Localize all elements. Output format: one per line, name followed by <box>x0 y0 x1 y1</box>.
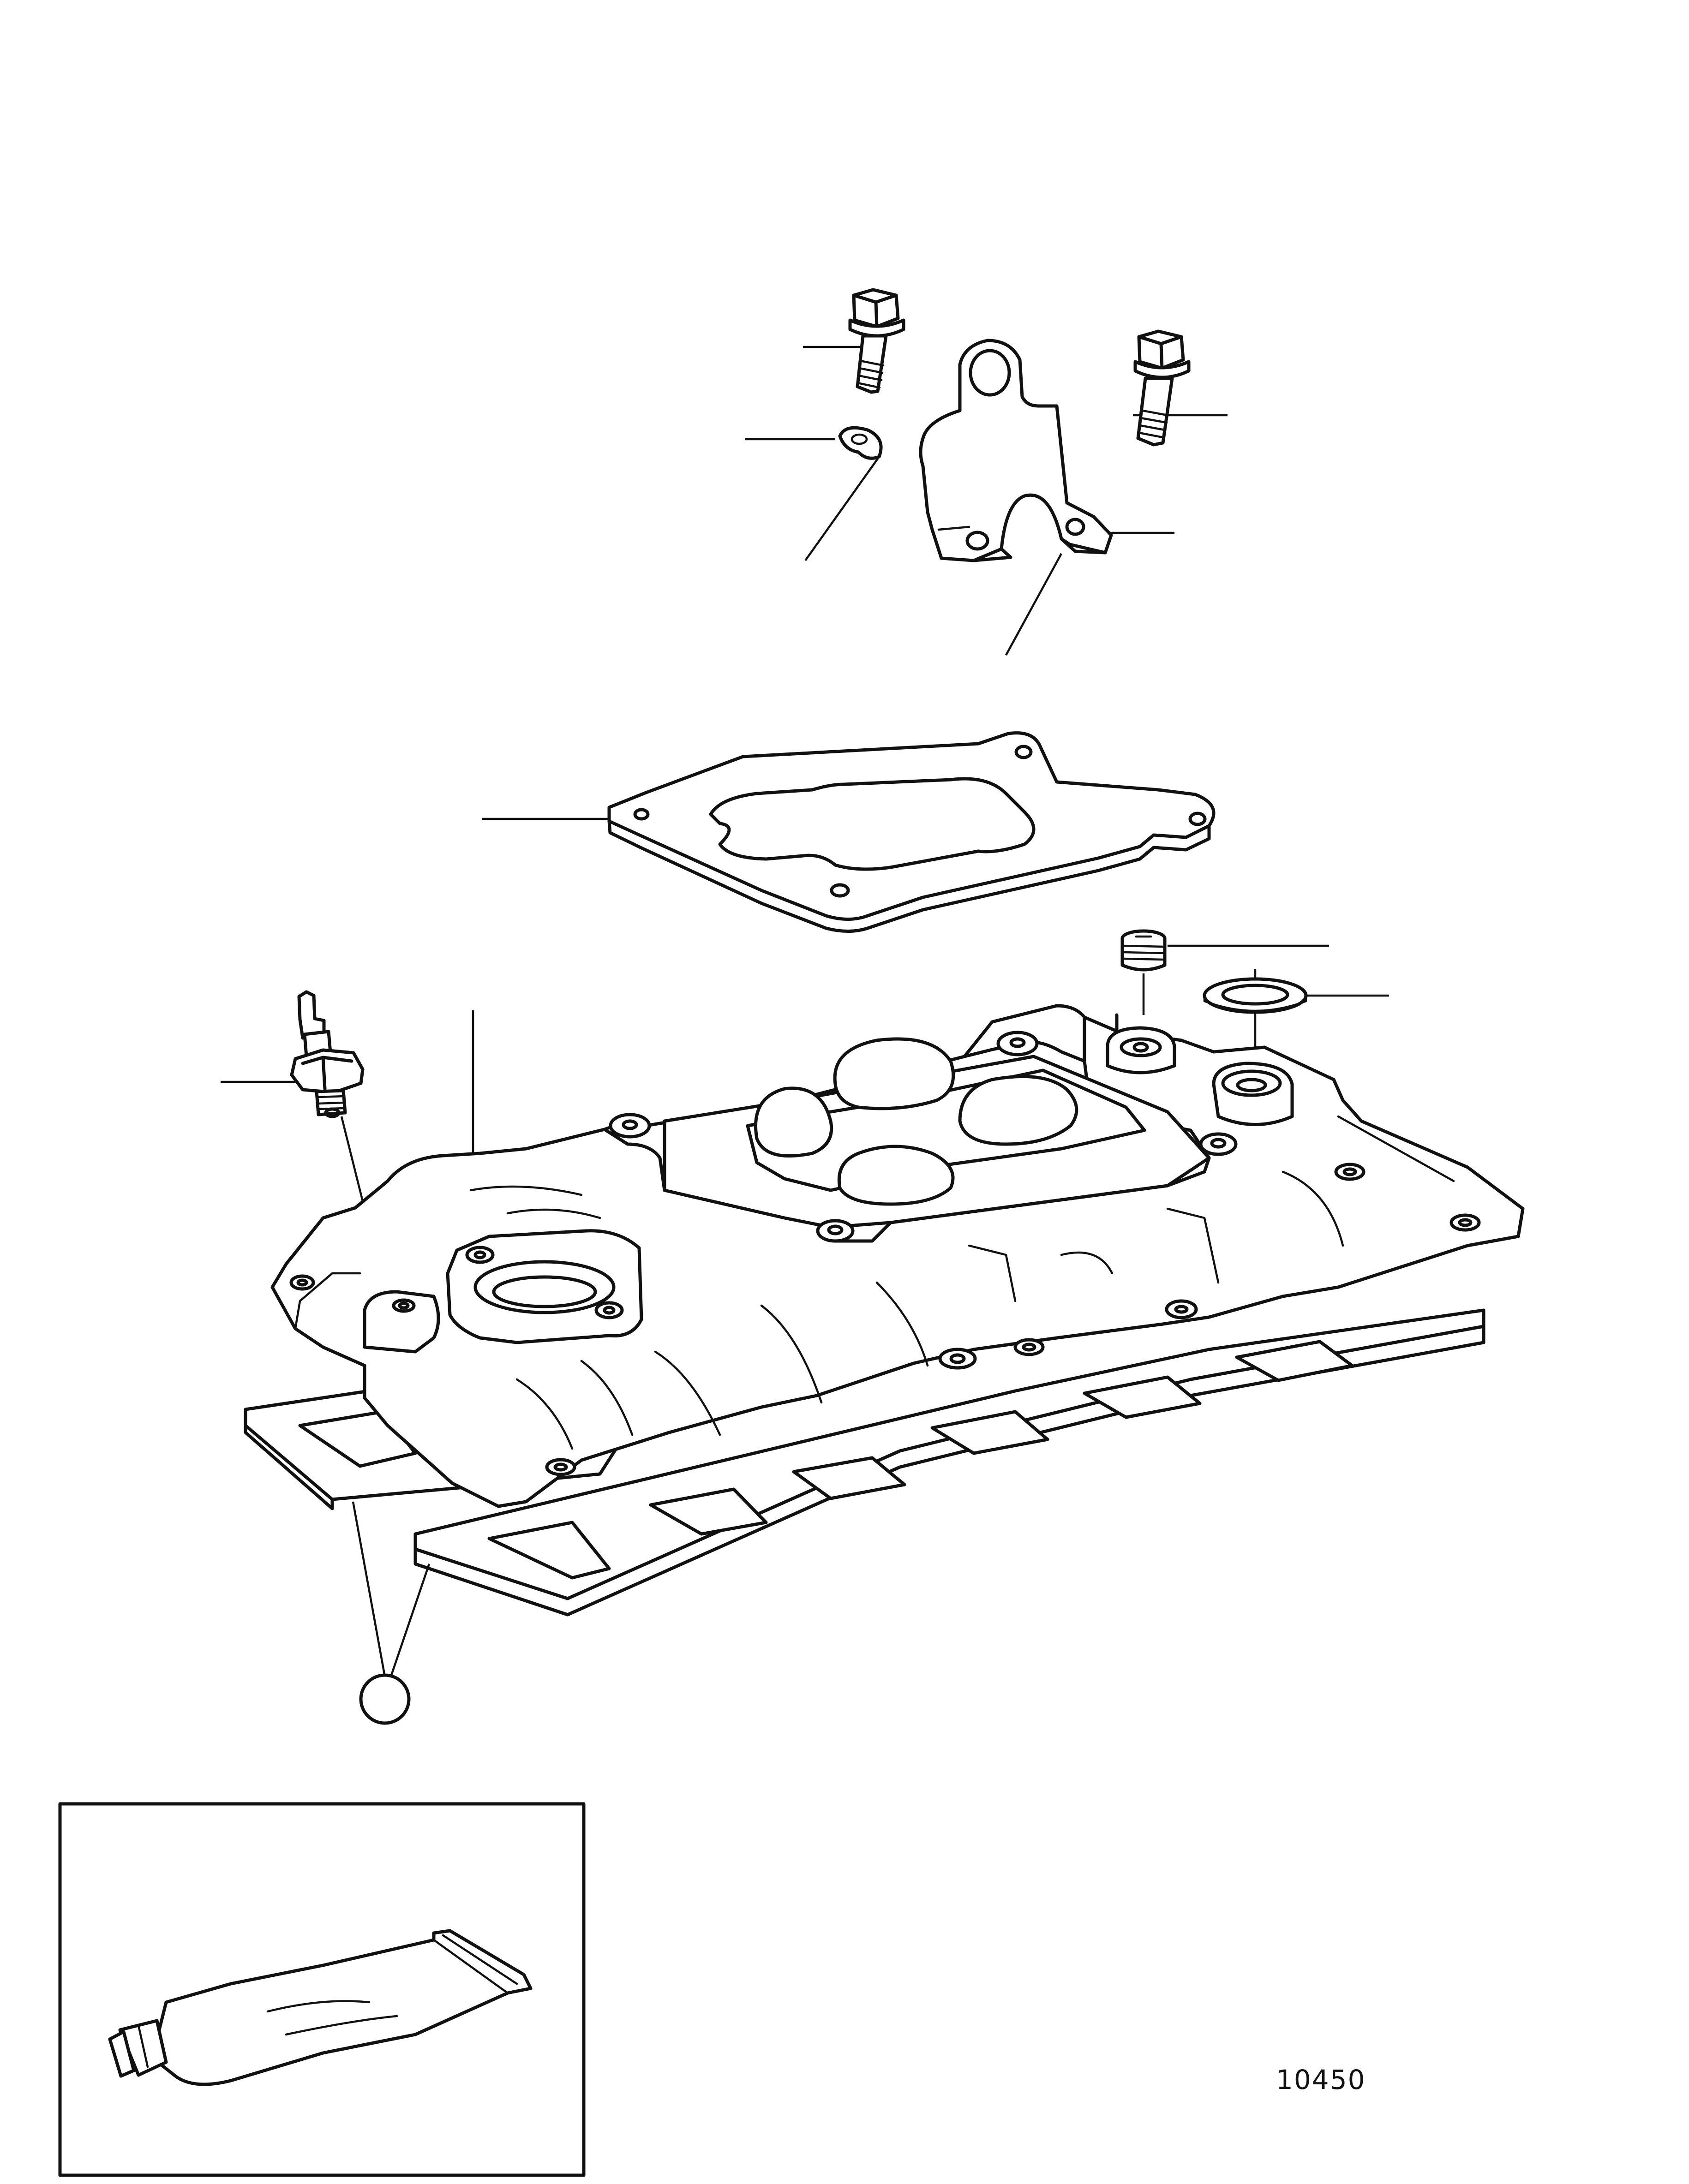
flange-bolt-right-icon <box>1133 329 1191 447</box>
sealing-washer-icon <box>1203 977 1308 1014</box>
manifold-gasket-right-icon <box>413 1308 1485 1617</box>
drawing-number: 10450 <box>1276 2064 1366 2095</box>
plug-icon <box>1120 929 1167 972</box>
sealant-inset <box>58 1802 586 2177</box>
sealant-tube-icon <box>108 1929 533 2086</box>
temperature-sender-icon <box>290 990 365 1118</box>
flange-bolt-left-icon <box>848 288 905 394</box>
carburetor-gasket-icon <box>607 731 1216 933</box>
lock-washer-icon <box>838 426 883 460</box>
intake-manifold-icon <box>270 1004 1525 1508</box>
lifting-bracket-icon <box>919 339 1113 562</box>
callout-circle-icon <box>359 1673 411 1725</box>
